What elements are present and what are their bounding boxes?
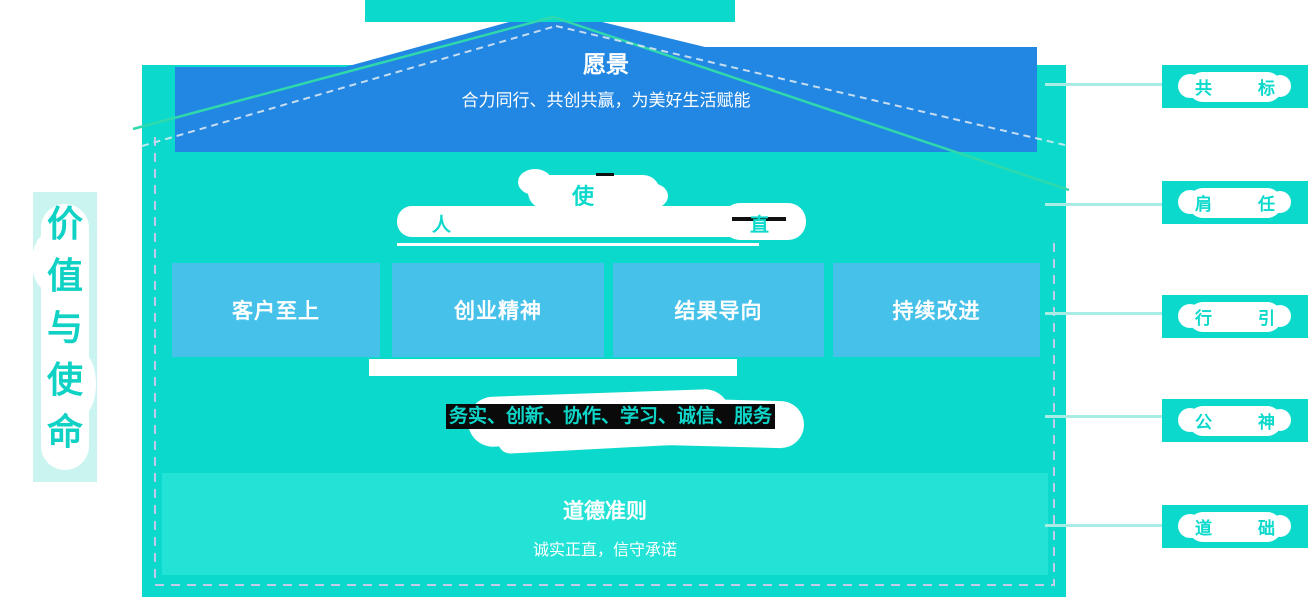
label-visible-start: 道 bbox=[1195, 519, 1212, 539]
mission-subtitle-visible-start: 人 bbox=[432, 214, 452, 236]
right-label-responsibility: 肩 任 bbox=[1162, 181, 1308, 224]
banner-char: 使 bbox=[46, 360, 83, 401]
connector-line bbox=[1045, 203, 1162, 206]
mission-underline bbox=[397, 243, 759, 246]
label-visible-end: 础 bbox=[1258, 519, 1275, 539]
label-scribble-pill: 道 础 bbox=[1178, 511, 1291, 542]
label-scribble-pill: 肩 任 bbox=[1178, 187, 1291, 218]
label-scribble-pill: 行 引 bbox=[1178, 301, 1291, 332]
roof-dashed-line-right bbox=[555, 25, 1066, 146]
connector-line bbox=[1045, 312, 1162, 315]
label-visible-start: 共 bbox=[1195, 79, 1212, 99]
banner-char: 价 bbox=[46, 204, 83, 245]
roof-line-left bbox=[132, 15, 554, 131]
banner-char: 与 bbox=[46, 308, 83, 349]
mission-subtitle-scribble-end bbox=[722, 203, 806, 240]
label-scribble-pill: 共 标 bbox=[1178, 71, 1291, 102]
inner-dashed-border bbox=[154, 137, 1055, 586]
left-banner-vertical-text: 价 值 与 使 命 bbox=[33, 206, 97, 452]
spirit-keywords: 务实、创新、协作、学习、诚信、服务 bbox=[446, 404, 776, 429]
scribble-mark bbox=[596, 173, 614, 176]
top-ridge-bar bbox=[365, 0, 735, 22]
label-visible-end: 标 bbox=[1258, 79, 1275, 99]
ethics-subtitle: 诚实正直，信守承诺 bbox=[532, 540, 677, 559]
vision-title: 愿景 bbox=[583, 52, 629, 78]
label-visible-end: 引 bbox=[1258, 309, 1275, 329]
label-visible-start: 肩 bbox=[1195, 195, 1212, 215]
value-box-customer-first: 客户至上 bbox=[172, 263, 380, 357]
roof-polygon bbox=[175, 10, 1037, 152]
value-box-entrepreneurship: 创业精神 bbox=[392, 263, 604, 357]
scribble-mark bbox=[732, 217, 786, 221]
label-visible-end: 神 bbox=[1258, 413, 1275, 433]
white-cover-bar bbox=[369, 359, 737, 376]
banner-char: 值 bbox=[46, 256, 83, 297]
right-label-behavior-guide: 行 引 bbox=[1162, 295, 1308, 338]
value-box-result-oriented: 结果导向 bbox=[613, 263, 824, 357]
vision-subtitle: 合力同行、共创共赢，为美好生活赋能 bbox=[461, 91, 751, 111]
ethics-section: 道德准则 诚实正直，信守承诺 bbox=[162, 473, 1048, 575]
connector-line bbox=[1045, 524, 1162, 527]
label-scribble-pill: 公 神 bbox=[1178, 405, 1291, 436]
label-visible-end: 任 bbox=[1258, 195, 1275, 215]
right-label-moral-foundation: 道 础 bbox=[1162, 505, 1308, 548]
value-box-continuous-improvement: 持续改进 bbox=[833, 263, 1040, 357]
left-banner-scribble bbox=[32, 204, 96, 470]
banner-char: 命 bbox=[46, 412, 83, 453]
vision-section: 愿景 合力同行、共创共赢，为美好生活赋能 bbox=[175, 50, 1037, 112]
right-label-company-spirit: 公 神 bbox=[1162, 399, 1308, 442]
connector-line bbox=[1045, 83, 1162, 86]
mission-title-scribble bbox=[518, 169, 668, 209]
mission-title-visible-char: 使 bbox=[572, 185, 595, 210]
connector-line bbox=[1045, 415, 1162, 418]
right-label-common-goal: 共 标 bbox=[1162, 65, 1308, 108]
mission-subtitle-visible-end: 直 bbox=[750, 214, 770, 236]
label-visible-start: 公 bbox=[1195, 413, 1212, 433]
label-visible-start: 行 bbox=[1195, 309, 1212, 329]
ethics-title: 道德准则 bbox=[563, 499, 647, 523]
